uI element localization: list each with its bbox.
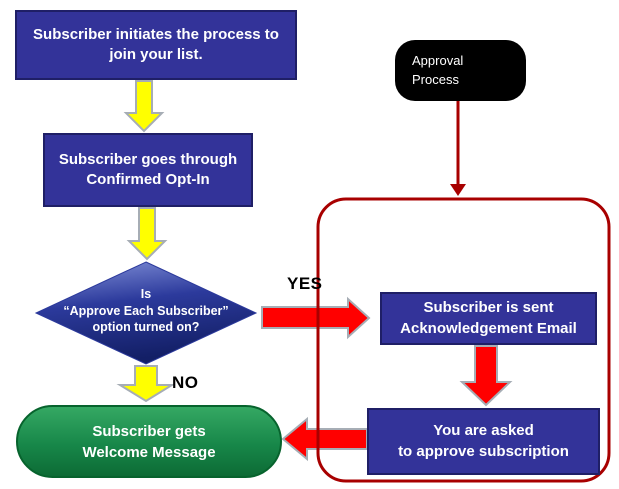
decision-node-label: Is “Approve Each Subscriber” option turn…: [63, 287, 229, 334]
confirmed-optin-label: Subscriber goes through Confirmed Opt-In: [58, 150, 238, 188]
decision-node: Is “Approve Each Subscriber” option turn…: [36, 286, 256, 336]
flow-arrow-approve-to-welcome: [281, 416, 368, 462]
start-node-label: Subscriber initiates the process to join…: [33, 25, 279, 63]
yes-branch-label: YES: [287, 274, 323, 293]
flow-arrow-start-to-optin: [123, 80, 165, 133]
acknowledgement-node: Subscriber is sent Acknowledgement Email: [380, 292, 597, 345]
acknowledgement-label: Subscriber is sent Acknowledgement Email: [400, 299, 577, 337]
approval-process-annotation: Approval Process: [395, 40, 526, 101]
start-node: Subscriber initiates the process to join…: [15, 10, 297, 80]
confirmed-optin-node: Subscriber goes through Confirmed Opt-In: [43, 133, 253, 207]
welcome-message-node: Subscriber gets Welcome Message: [16, 405, 282, 478]
flow-arrow-optin-to-decision: [126, 207, 168, 261]
approval-process-label: Approval Process: [412, 52, 464, 87]
approve-subscription-node: You are asked to approve subscription: [367, 408, 600, 475]
decision-diamond-shape: [34, 261, 258, 365]
flow-arrow-yes-branch: [261, 296, 371, 340]
flow-arrow-no-branch: [116, 365, 176, 403]
welcome-message-label: Subscriber gets Welcome Message: [82, 422, 216, 461]
approve-subscription-label: You are asked to approve subscription: [398, 422, 569, 460]
approval-scope-border: [316, 197, 611, 483]
flow-arrow-ack-to-approve: [459, 345, 513, 407]
no-branch-label: NO: [172, 373, 199, 392]
annotation-connector-arrowhead: [450, 184, 466, 196]
